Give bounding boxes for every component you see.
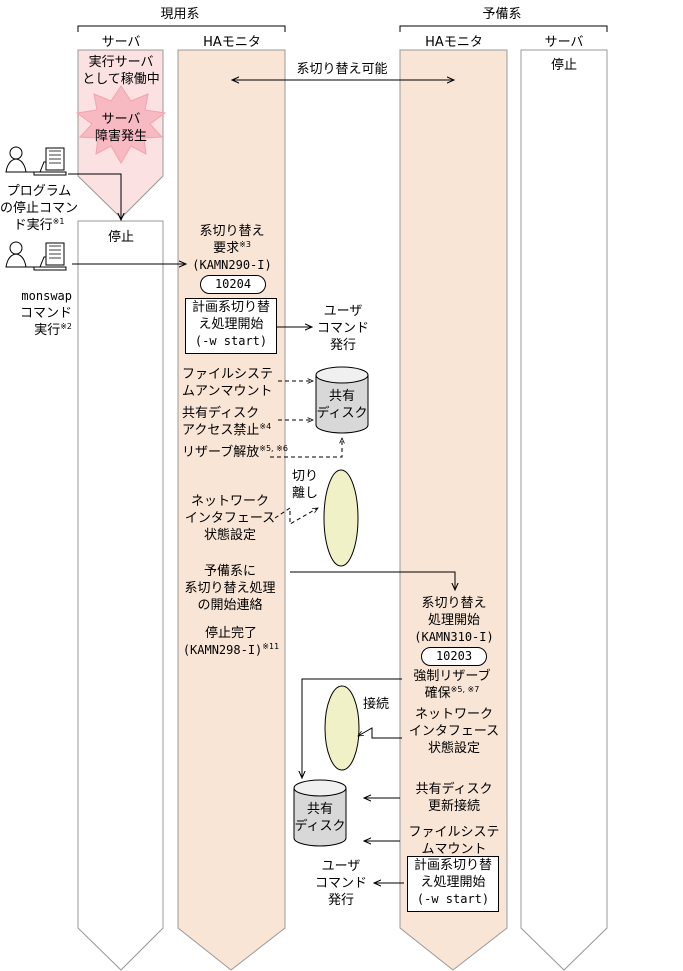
notify-arrow bbox=[290, 571, 455, 590]
col-header-active-ha: HAモニタ bbox=[203, 35, 261, 50]
force-reserve-arrow bbox=[302, 678, 402, 778]
planned-switch-box-standby: 計画系切り替 え処理開始 (-w start) bbox=[407, 856, 499, 912]
net-if-arrow-active bbox=[274, 507, 318, 525]
planned-switch-box-active: 計画系切り替 え処理開始 (-w start) bbox=[185, 298, 277, 354]
user-command-active: ユーザ コマンド 発行 bbox=[316, 304, 369, 353]
detach-label: 切り離し bbox=[291, 469, 318, 501]
switch-request-code: 10204 bbox=[200, 275, 266, 294]
network-oval-standby bbox=[324, 685, 360, 771]
user-command-standby: ユーザ コマンド 発行 bbox=[314, 859, 367, 908]
standby-server-stopped: 停止 bbox=[550, 58, 577, 73]
active-system-label: 現用系 bbox=[160, 7, 200, 22]
col-header-standby-ha: HAモニタ bbox=[425, 35, 483, 50]
force-reserve-label: 強制リザーブ 確保※5, ※7 bbox=[413, 669, 491, 701]
operator-1-arrow bbox=[68, 173, 121, 220]
standby-switch-code: 10203 bbox=[421, 647, 487, 666]
fs-mount-label: ファイルシステ ムマウント bbox=[408, 825, 500, 857]
lane-standby-ha bbox=[399, 49, 508, 971]
standby-switch-start-label: 系切り替え 処理開始 (KAMN310-I) bbox=[414, 596, 494, 644]
reserve-release-arrow bbox=[270, 438, 342, 458]
fs-unmount-label: ファイルシステ ムアンマウント bbox=[182, 367, 274, 399]
operator-icon-1 bbox=[5, 146, 67, 176]
net-if-arrow-standby bbox=[358, 727, 402, 739]
switchable-label: 系切り替え可能 bbox=[296, 62, 388, 77]
switch-request-label: 系切り替え 要求※3 (KAMN290-I) bbox=[192, 224, 272, 272]
reserve-release-label: リザーブ解放※5, ※6 bbox=[182, 444, 288, 461]
col-header-standby-server: サーバ bbox=[544, 35, 584, 50]
shared-disk-active-label: 共有ディスク bbox=[316, 389, 368, 421]
active-system-bracket bbox=[77, 25, 286, 32]
failure-burst-shape bbox=[75, 85, 167, 164]
server-running-label: 実行サーバとして稼働中 bbox=[82, 55, 160, 87]
standby-system-label: 予備系 bbox=[482, 7, 522, 22]
col-header-active-server: サーバ bbox=[101, 35, 141, 50]
connect-label: 接続 bbox=[362, 697, 389, 712]
server-failure-label: サーバ障害発生 bbox=[94, 112, 147, 144]
shared-disk-standby-label: 共有ディスク bbox=[294, 802, 346, 834]
disk-access-forbid-label: 共有ディスク アクセス禁止※4 bbox=[182, 406, 272, 438]
monswap-label: monswap コマンド 実行※2 bbox=[19, 289, 72, 338]
lane-standby-server bbox=[520, 49, 608, 971]
notify-label: 予備系に 系切り替え処理 の開始連絡 bbox=[184, 564, 276, 613]
lane-active-server-bottom bbox=[77, 220, 164, 971]
stop-done-label: 停止完了 (KAMN298-I)※11 bbox=[182, 626, 280, 657]
standby-system-bracket bbox=[399, 25, 608, 32]
shared-disk-standby bbox=[293, 779, 347, 847]
disk-update-label: 共有ディスク 更新接続 bbox=[415, 782, 493, 814]
net-if-standby-label: ネットワーク インタフェース 状態設定 bbox=[408, 707, 500, 756]
net-if-active-label: ネットワーク インタフェース 状態設定 bbox=[184, 494, 276, 543]
network-oval-active bbox=[323, 469, 359, 567]
operator-icon-2 bbox=[5, 241, 67, 271]
active-server-stopped: 停止 bbox=[107, 230, 134, 245]
shared-disk-active bbox=[315, 366, 369, 434]
program-stop-label: プログラム の停止コマン ド実行※1 bbox=[0, 184, 79, 233]
